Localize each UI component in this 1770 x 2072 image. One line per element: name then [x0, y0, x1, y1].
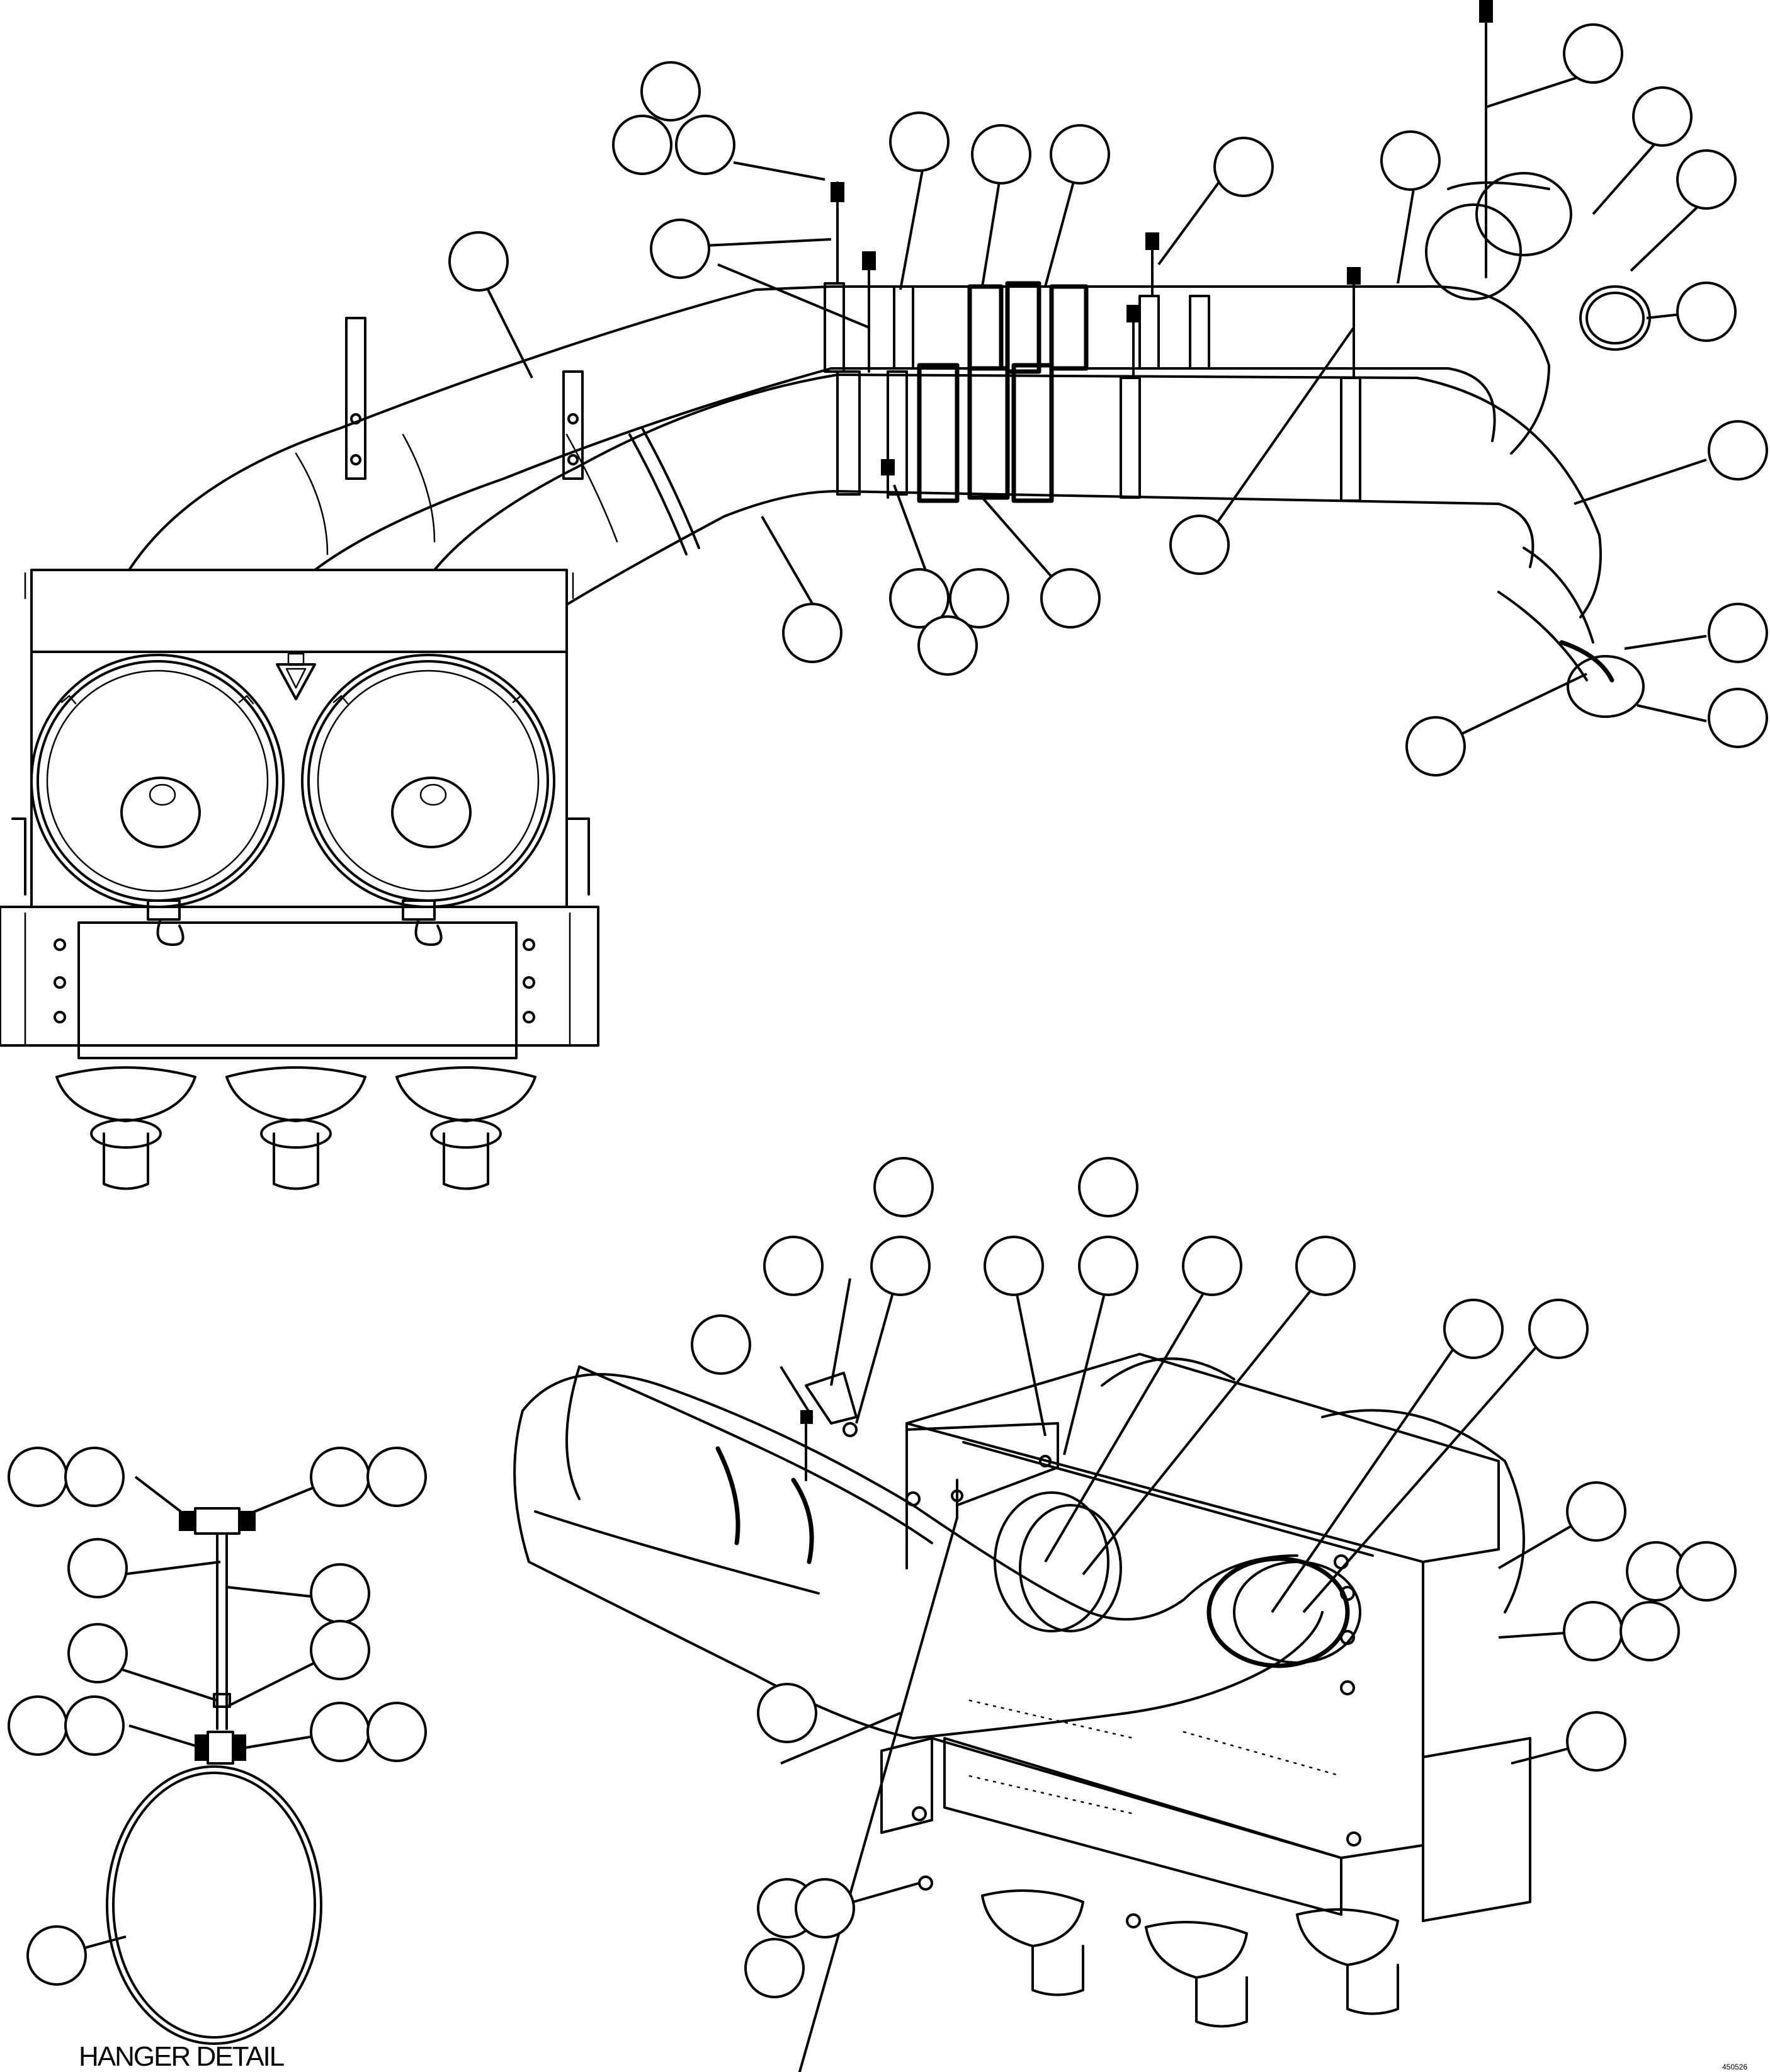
callout-bubble: [64, 1447, 125, 1507]
callout-bubble: [763, 1236, 824, 1296]
callout-bubble: [1443, 1299, 1504, 1359]
callout-bubble: [1676, 149, 1737, 210]
callout-bubble: [612, 115, 672, 175]
callout-bubble: [757, 1683, 817, 1743]
callout-bubble: [744, 1938, 805, 1998]
callout-bubble: [1708, 420, 1768, 481]
callout-bubble: [640, 61, 701, 122]
callout-bubble: [873, 1157, 934, 1217]
callout-bubble: [1632, 86, 1693, 147]
callout-bubbles: [8, 23, 1768, 2072]
callout-bubble: [971, 124, 1031, 185]
callout-bubble: [64, 1695, 125, 1756]
callout-bubble: [1182, 1236, 1242, 1296]
intake-pipe-lower: [433, 373, 839, 606]
callout-bubble: [310, 1702, 370, 1762]
callout-bubble: [26, 1925, 87, 1986]
hanger-detail-caption: HANGER DETAIL: [79, 2041, 285, 2072]
callout-bubble: [1563, 23, 1623, 84]
callout-bubble: [1213, 137, 1274, 197]
drawing-id: 450526: [1722, 2063, 1747, 2071]
callout-bubble: [1708, 603, 1768, 663]
callout-bubble: [1620, 1601, 1680, 1661]
hanger-detail: HANGER DETAIL: [79, 1507, 322, 2072]
callout-bubble: [1676, 282, 1737, 342]
callout-bubble: [8, 1447, 68, 1507]
callout-bubble: [67, 1538, 128, 1598]
callout-bubble: [1295, 1236, 1356, 1296]
air-cleaner-isometric: [513, 1353, 1531, 2028]
callout-bubble: [8, 1695, 68, 1756]
callout-bubble: [870, 1236, 931, 1296]
callout-bubble: [691, 1314, 751, 1375]
callout-bubble: [1169, 515, 1230, 575]
air-cleaner-housing-top: [0, 569, 599, 1190]
callout-bubble: [917, 615, 978, 676]
callout-bubble: [889, 568, 950, 629]
callout-bubble: [889, 111, 950, 172]
straight-pipe-lower: [836, 363, 1500, 505]
callout-bubble: [366, 1447, 427, 1507]
callout-bubble: [310, 1447, 370, 1507]
callout-bubble: [1563, 1601, 1623, 1661]
callout-bubble: [1380, 130, 1441, 191]
pipe-brackets-top: [345, 317, 584, 480]
callout-bubble: [310, 1620, 370, 1680]
elbow-pipes-right: [1415, 172, 1651, 718]
callout-bubble: [675, 115, 735, 175]
callout-bubble: [366, 1702, 427, 1762]
callout-bubble: [782, 603, 842, 663]
intake-pipe-upper: [128, 285, 832, 571]
callout-bubble: [1566, 1711, 1626, 1772]
hanger-rods-top: [831, 0, 1493, 499]
callout-bubble: [1676, 1541, 1737, 1602]
callout-bubble: [1708, 688, 1768, 748]
callout-bubble: [650, 219, 710, 279]
callout-bubble: [1050, 124, 1110, 185]
callout-bubble: [67, 1623, 128, 1683]
callout-bubble: [1566, 1481, 1626, 1542]
callout-bubble: [310, 1563, 370, 1624]
callout-bubble: [795, 1878, 855, 1938]
callout-bubble: [1078, 1236, 1138, 1296]
callout-bubble: [1078, 1157, 1138, 1217]
callout-bubble: [984, 1236, 1044, 1296]
callout-bubble: [448, 231, 509, 292]
callout-bubble: [949, 568, 1009, 629]
callout-bubble: [1405, 716, 1466, 777]
straight-pipe-upper: [824, 281, 1449, 374]
callout-bubble: [1528, 1299, 1589, 1359]
callout-bubble: [1040, 568, 1101, 629]
